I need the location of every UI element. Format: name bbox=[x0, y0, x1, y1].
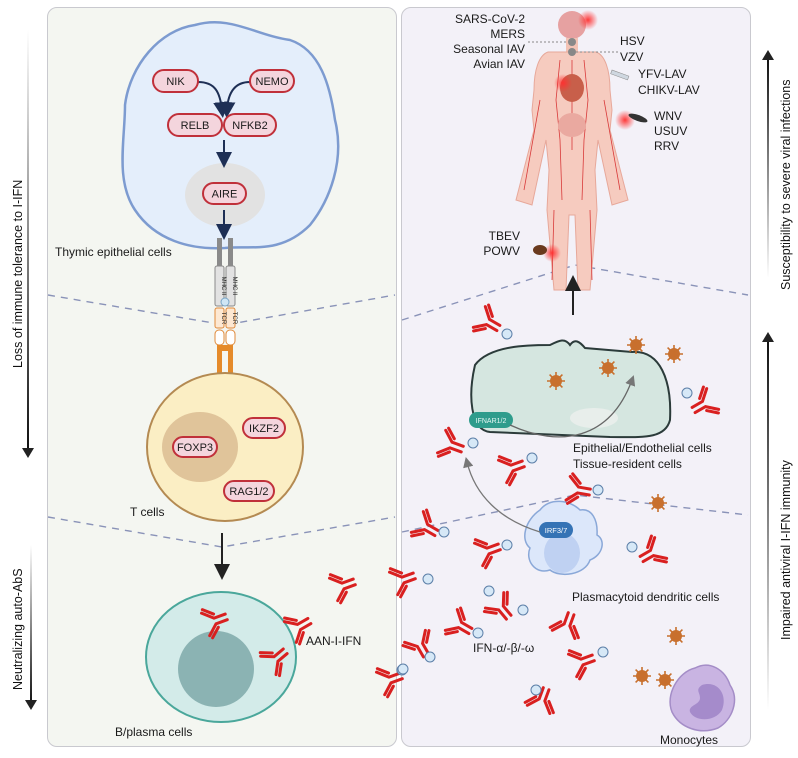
arrow-head-autoabs bbox=[25, 700, 37, 710]
axis-label-impaired: Impaired antiviral I-IFN immunity bbox=[779, 460, 793, 640]
protein-relb: RELB bbox=[167, 113, 223, 137]
arrow-head-susceptibility bbox=[762, 50, 774, 60]
arrow-head-tolerance bbox=[22, 448, 34, 458]
antibody bbox=[408, 507, 446, 548]
antibody bbox=[386, 560, 421, 600]
svg-text:RAG1/2: RAG1/2 bbox=[229, 486, 268, 498]
protein-aire: AIRE bbox=[202, 182, 247, 205]
svg-text:IRF3/7: IRF3/7 bbox=[545, 526, 568, 535]
protein-nik: NIK bbox=[152, 69, 199, 93]
axis-label-autoabs: Neutralizing auto-AbS bbox=[11, 568, 25, 690]
svg-text:YFV-LAV: YFV-LAV bbox=[638, 67, 686, 81]
ifn-label: IFN-α/-β/-ω bbox=[473, 641, 534, 655]
svg-text:TBEV: TBEV bbox=[489, 229, 520, 243]
virus-particle bbox=[632, 666, 652, 686]
aan-i-ifn-label: AAN-I-IFN bbox=[306, 634, 361, 648]
svg-text:MERS: MERS bbox=[490, 27, 525, 41]
svg-text:SARS-CoV-2: SARS-CoV-2 bbox=[455, 12, 525, 26]
svg-text:TCR: TCR bbox=[220, 312, 226, 325]
svg-text:FOXP3: FOXP3 bbox=[177, 442, 213, 454]
svg-text:Seasonal IAV: Seasonal IAV bbox=[453, 42, 525, 56]
svg-text:MHC II: MHC II bbox=[220, 277, 226, 296]
axis-label-susceptibility: Susceptibility to severe viral infection… bbox=[779, 79, 793, 290]
virus-particle bbox=[546, 371, 566, 391]
arrow-ifnar-signal bbox=[509, 375, 636, 438]
human-body bbox=[515, 10, 648, 291]
arrow-shaft-susceptibility bbox=[767, 58, 769, 278]
protein-nemo: NEMO bbox=[249, 69, 295, 93]
svg-text:RRV: RRV bbox=[654, 139, 679, 153]
protein-rag12: RAG1/2 bbox=[223, 480, 275, 502]
svg-text:MHC II: MHC II bbox=[231, 277, 237, 296]
antibody bbox=[470, 302, 508, 343]
b-cell-nucleus bbox=[178, 631, 254, 707]
virus-particle bbox=[666, 626, 686, 646]
svg-text:RELB: RELB bbox=[181, 120, 210, 132]
t-cell-label: T cells bbox=[130, 505, 164, 519]
svg-text:USUV: USUV bbox=[654, 124, 687, 138]
svg-text:NFKB2: NFKB2 bbox=[232, 120, 267, 132]
arrow-shaft-impaired bbox=[767, 340, 769, 710]
svg-text:HSV: HSV bbox=[620, 34, 645, 48]
antibody bbox=[326, 566, 361, 606]
antibody bbox=[632, 533, 670, 574]
b-cell-label: B/plasma cells bbox=[115, 725, 192, 739]
virus-particle bbox=[655, 670, 675, 690]
irf37-factor: IRF3/7 bbox=[539, 522, 573, 538]
epithelial-nucleus bbox=[570, 408, 618, 428]
virus-particle bbox=[626, 335, 646, 355]
svg-text:IFNAR1/2: IFNAR1/2 bbox=[476, 418, 507, 425]
svg-text:NEMO: NEMO bbox=[256, 76, 289, 88]
svg-text:CHIKV-LAV: CHIKV-LAV bbox=[638, 83, 700, 97]
tissue-resident-label: Tissue-resident cells bbox=[573, 457, 682, 471]
antibody bbox=[471, 531, 506, 571]
antibody bbox=[565, 642, 600, 682]
virus-particle bbox=[648, 493, 668, 513]
antibody bbox=[522, 682, 562, 717]
protein-ikzf2: IKZF2 bbox=[242, 417, 286, 439]
virus-particle bbox=[598, 358, 618, 378]
svg-text:Avian IAV: Avian IAV bbox=[473, 57, 525, 71]
monocyte-nucleus bbox=[689, 684, 724, 720]
antibody bbox=[434, 425, 469, 465]
monocyte-label: Monocytes bbox=[660, 733, 718, 747]
antibody bbox=[442, 605, 480, 646]
svg-text:VZV: VZV bbox=[620, 50, 643, 64]
svg-text:POWV: POWV bbox=[483, 244, 520, 258]
antibody bbox=[564, 471, 594, 509]
divider-lines bbox=[47, 264, 749, 548]
svg-text:AIRE: AIRE bbox=[212, 189, 238, 201]
svg-text:WNV: WNV bbox=[654, 109, 682, 123]
virus-labels: SARS-CoV-2 MERS Seasonal IAV Avian IAV H… bbox=[453, 12, 700, 258]
epithelial-cell bbox=[470, 339, 672, 439]
pdc-label: Plasmacytoid dendritic cells bbox=[572, 590, 719, 604]
thymic-cell-label: Thymic epithelial cells bbox=[55, 245, 172, 259]
protein-nfkb2: NFKB2 bbox=[223, 113, 277, 137]
svg-text:IKZF2: IKZF2 bbox=[249, 423, 279, 435]
epithelial-label: Epithelial/Endothelial cells bbox=[573, 441, 712, 455]
antibody bbox=[495, 448, 530, 488]
ifnar-receptor: IFNAR1/2 bbox=[469, 412, 513, 428]
arrow-head-impaired bbox=[762, 332, 774, 342]
arrow-shaft-tolerance bbox=[27, 30, 29, 450]
pdc-nucleus bbox=[544, 533, 580, 573]
protein-foxp3: FOXP3 bbox=[172, 436, 218, 458]
axis-label-tolerance: Loss of immune tolerance to I-IFN bbox=[11, 179, 25, 368]
svg-text:NIK: NIK bbox=[166, 76, 185, 88]
arrow-pdc-to-ifn bbox=[463, 456, 541, 533]
svg-text:TCR: TCR bbox=[231, 312, 237, 325]
mhc-tcr-complex: MHC II MHC II TCR TCR bbox=[214, 238, 237, 377]
virus-particle bbox=[664, 344, 684, 364]
antibody bbox=[547, 607, 587, 642]
arrow-shaft-autoabs bbox=[30, 545, 32, 705]
